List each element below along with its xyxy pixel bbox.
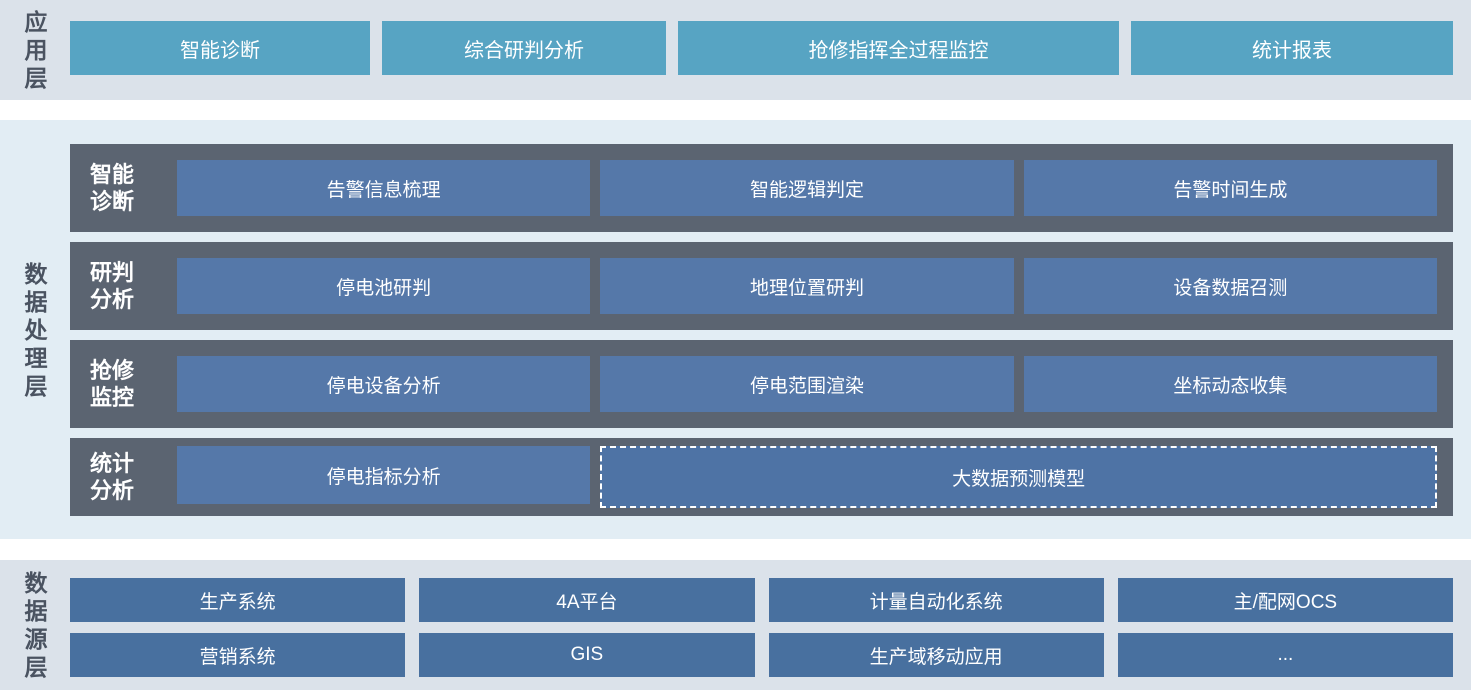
proc-row-items: 停电设备分析 停电范围渲染 坐标动态收集 [177,356,1437,412]
proc-box-intelligent-logic-judgement: 智能逻辑判定 [600,160,1014,216]
src-box-4a-platform: 4A平台 [419,578,755,622]
proc-row-repair-monitoring: 抢修监控 停电设备分析 停电范围渲染 坐标动态收集 [70,340,1453,428]
src-box-production-mobile-app: 生产域移动应用 [768,633,1104,677]
proc-box-device-data-reading: 设备数据召测 [1023,258,1437,314]
proc-box-alarm-info-sorting: 告警信息梳理 [177,160,591,216]
proc-box-alarm-time-generation: 告警时间生成 [1023,160,1437,216]
application-layer-band: 应用层 智能诊断 综合研判分析 抢修指挥全过程监控 统计报表 [0,0,1471,100]
proc-box-outage-device-analysis: 停电设备分析 [177,356,591,412]
datasource-row-1: 生产系统 4A平台 计量自动化系统 主/配网OCS [70,578,1453,622]
processing-rows: 智能诊断 告警信息梳理 智能逻辑判定 告警时间生成 研判分析 停电池研判 地理位… [70,144,1453,516]
proc-box-geolocation-judgement: 地理位置研判 [600,258,1014,314]
proc-box-outage-index-analysis: 停电指标分析 [177,446,591,504]
src-box-marketing-system: 营销系统 [70,633,406,677]
application-items-row: 智能诊断 综合研判分析 抢修指挥全过程监控 统计报表 [70,21,1453,75]
proc-row-judgement-analysis: 研判分析 停电池研判 地理位置研判 设备数据召测 [70,242,1453,330]
src-box-gis: GIS [419,633,755,677]
proc-box-coordinate-dynamic-collection: 坐标动态收集 [1023,356,1437,412]
proc-row-items: 停电指标分析 大数据预测模型 [177,446,1437,508]
app-box-intelligent-diagnosis: 智能诊断 [70,21,370,75]
src-box-production-system: 生产系统 [70,578,406,622]
proc-row-intelligent-diagnosis: 智能诊断 告警信息梳理 智能逻辑判定 告警时间生成 [70,144,1453,232]
src-box-ellipsis: ... [1117,633,1453,677]
proc-row-label: 研判分析 [90,260,135,312]
app-box-repair-command-monitoring: 抢修指挥全过程监控 [678,21,1119,75]
proc-box-bigdata-prediction-model: 大数据预测模型 [600,446,1437,508]
proc-row-statistical-analysis: 统计分析 停电指标分析 大数据预测模型 [70,438,1453,516]
proc-box-outage-range-rendering: 停电范围渲染 [600,356,1014,412]
proc-row-items: 告警信息梳理 智能逻辑判定 告警时间生成 [177,160,1437,216]
data-source-layer-band: 数据源层 生产系统 4A平台 计量自动化系统 主/配网OCS 营销系统 GIS … [0,560,1471,690]
datasource-row-2: 营销系统 GIS 生产域移动应用 ... [70,633,1453,677]
src-box-main-distribution-ocs: 主/配网OCS [1117,578,1453,622]
app-box-comprehensive-analysis: 综合研判分析 [382,21,666,75]
proc-row-items: 停电池研判 地理位置研判 设备数据召测 [177,258,1437,314]
proc-box-outage-judgement: 停电池研判 [177,258,591,314]
datasource-rows: 生产系统 4A平台 计量自动化系统 主/配网OCS 营销系统 GIS 生产域移动… [70,578,1453,677]
data-processing-layer-label: 数据处理层 [24,260,48,399]
data-source-layer-label: 数据源层 [24,570,48,680]
proc-row-label: 抢修监控 [90,358,135,410]
data-processing-layer-band: 数据处理层 智能诊断 告警信息梳理 智能逻辑判定 告警时间生成 研判分析 停电池… [0,120,1471,539]
application-layer-label: 应用层 [24,9,48,91]
src-box-metering-automation-system: 计量自动化系统 [768,578,1104,622]
proc-row-label: 统计分析 [90,451,135,503]
proc-row-label: 智能诊断 [90,162,135,214]
app-box-statistical-reports: 统计报表 [1131,21,1453,75]
